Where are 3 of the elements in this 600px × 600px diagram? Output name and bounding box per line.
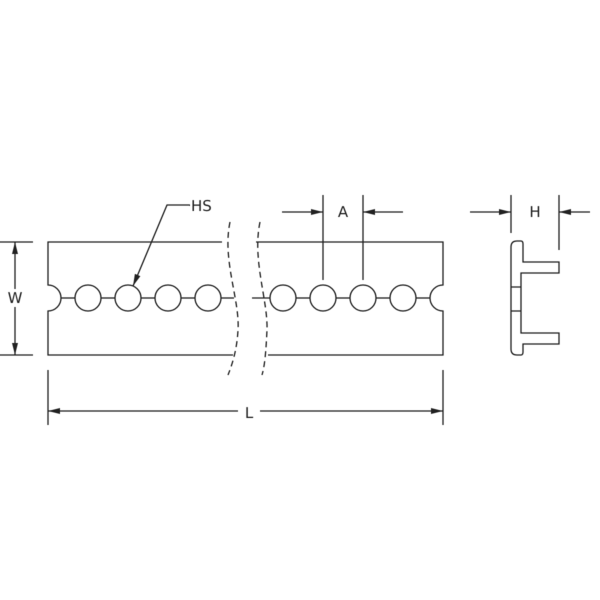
dimension-label: W: [6, 289, 24, 307]
hole: [114, 284, 142, 312]
leader-line: [132, 204, 191, 286]
